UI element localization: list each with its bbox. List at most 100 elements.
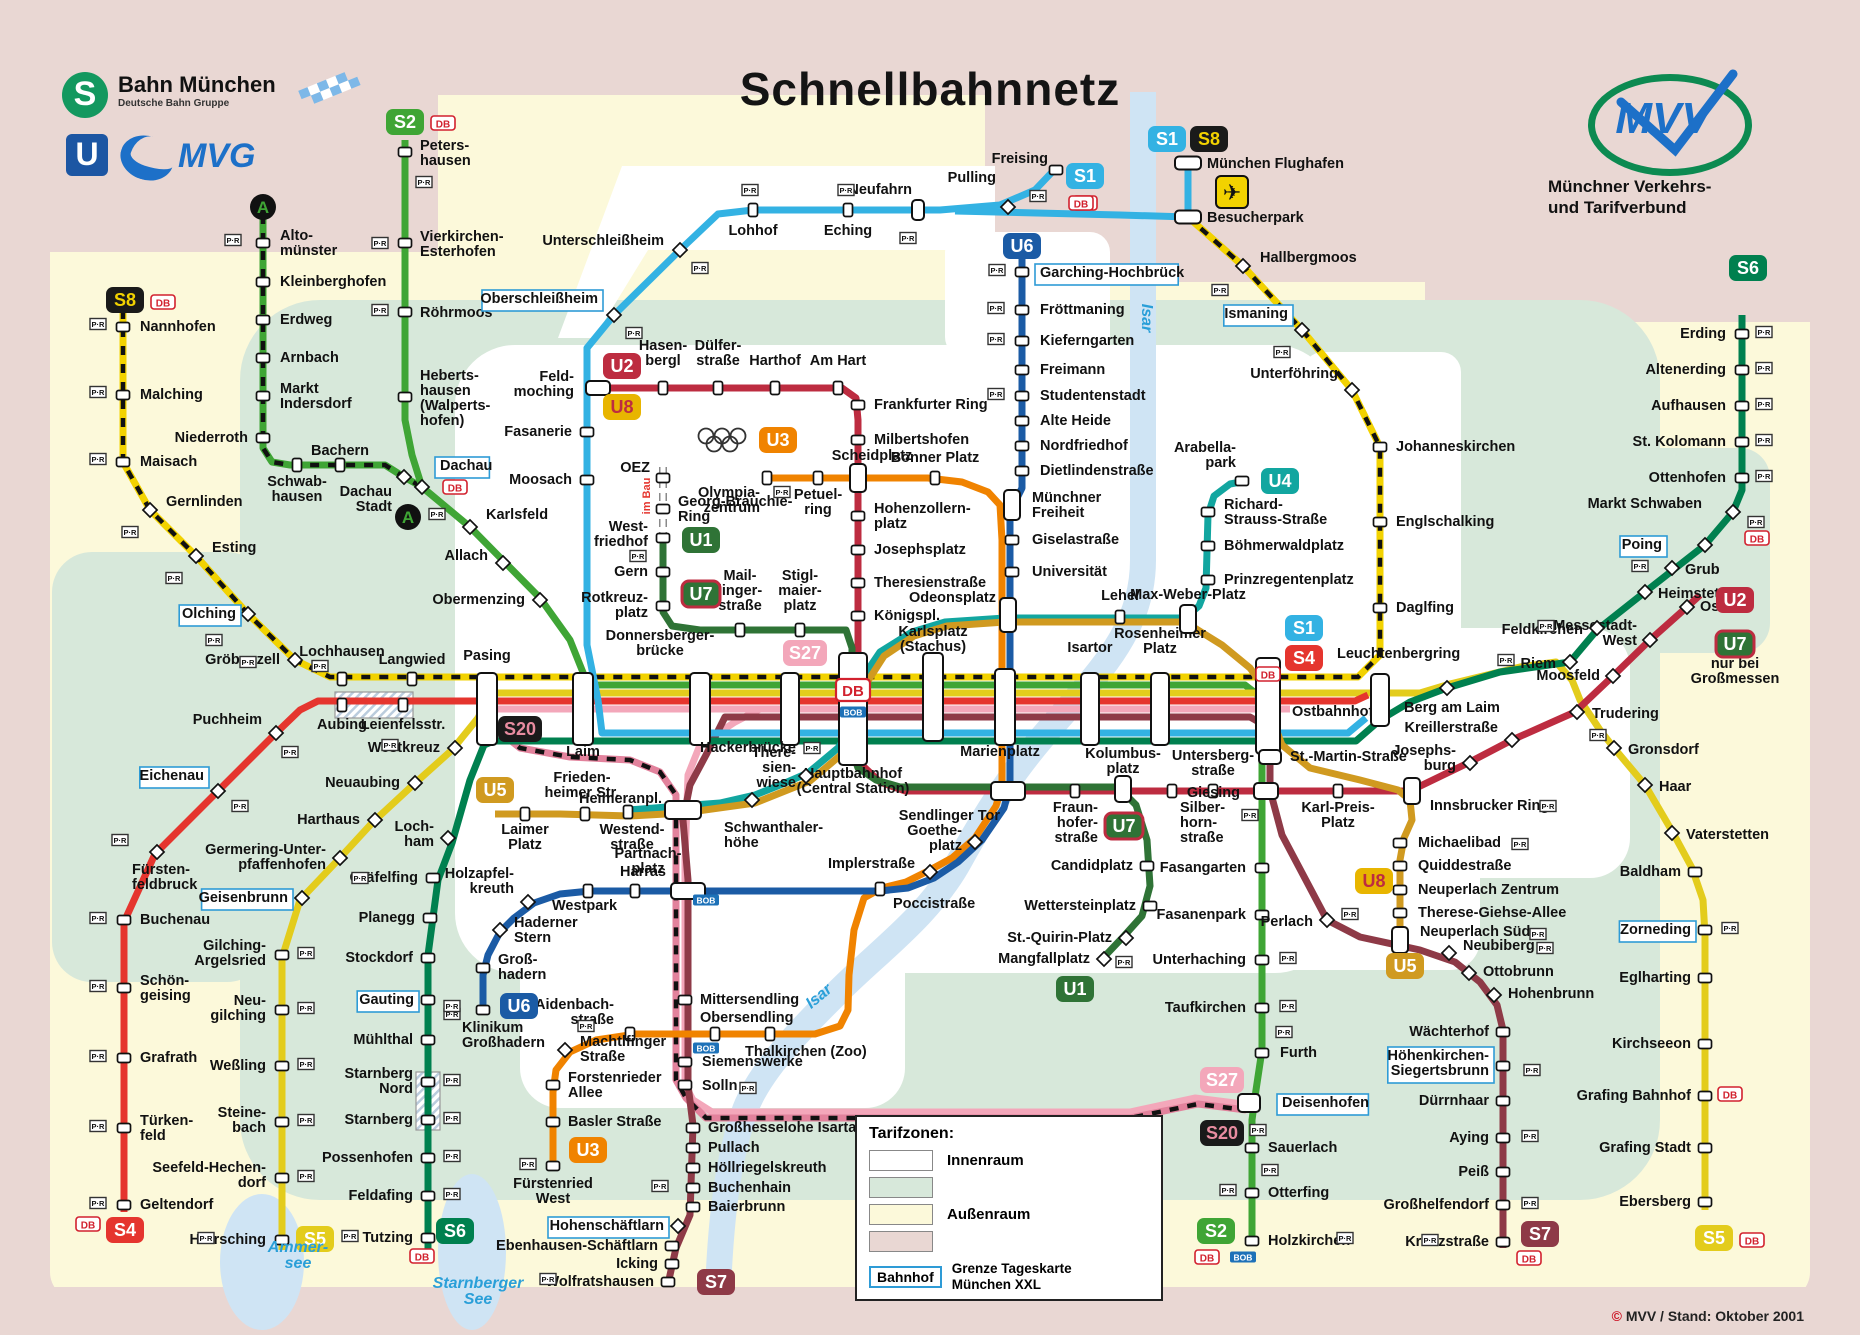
station-moosfeld-marker bbox=[1604, 667, 1622, 685]
station-sendlinger-tor-label: Sendlinger Tor bbox=[899, 808, 1001, 824]
station-geisenbrunn-label: Geisenbrunn bbox=[199, 890, 288, 906]
station-planegg-label: Planegg bbox=[359, 910, 415, 926]
badge-u7-label: U7 bbox=[1723, 634, 1746, 654]
station-groß-marker bbox=[475, 962, 491, 974]
station-ebenhausen-schäftlarn-marker bbox=[664, 1240, 680, 1252]
badge-u1 bbox=[1056, 976, 1094, 1002]
station-gauting-label: Gauting bbox=[359, 992, 414, 1008]
park-and-ride-icon bbox=[899, 231, 917, 245]
station-erding-label: Erding bbox=[1680, 326, 1726, 342]
park-and-ride-icon bbox=[987, 332, 1005, 346]
badge-db bbox=[1068, 195, 1094, 211]
station-theresienstraße-label: Theresienstraße bbox=[874, 575, 986, 591]
station-marienplatz-marker bbox=[994, 668, 1016, 746]
park-and-ride-label: P·R bbox=[384, 741, 398, 750]
station-feld-marker bbox=[585, 380, 611, 396]
station-höllriegelskreuth-marker bbox=[685, 1162, 701, 1174]
badge-u4-label: U4 bbox=[1268, 471, 1291, 491]
park-and-ride-icon bbox=[443, 1149, 461, 1163]
park-and-ride-icon bbox=[1279, 951, 1297, 965]
badge-s1 bbox=[1148, 126, 1186, 152]
station-poccistraße-label: Poccistraße bbox=[893, 896, 975, 912]
park-and-ride-icon bbox=[1497, 653, 1515, 667]
station-dietlindenstraße-marker bbox=[1014, 465, 1030, 477]
legend-title: Tarifzonen: bbox=[869, 1125, 955, 1142]
station-fürsten-marker bbox=[148, 843, 166, 861]
legend-label-innenraum: Innenraum bbox=[947, 1152, 1024, 1169]
station-otterfing-marker bbox=[1244, 1187, 1260, 1199]
park-and-ride-icon bbox=[1511, 837, 1529, 851]
copyright-symbol: © bbox=[1611, 1308, 1622, 1324]
station-böhmerwaldplatz-marker bbox=[1200, 540, 1216, 552]
park-and-ride-icon bbox=[1755, 325, 1773, 339]
station-olching-label-box bbox=[178, 604, 242, 627]
station-solln-label: Solln bbox=[702, 1078, 737, 1094]
station-schwab-marker bbox=[291, 457, 303, 473]
station-therese-giehse-allee-marker bbox=[1392, 907, 1408, 919]
park-and-ride-label: P·R bbox=[1339, 1234, 1353, 1243]
station-partnach-label: Partnach-platz bbox=[615, 846, 682, 877]
station-unterföhring-marker bbox=[1343, 381, 1361, 399]
badge-s8 bbox=[106, 287, 144, 313]
station-buchenau-label: Buchenau bbox=[140, 912, 210, 928]
station-lehel-label: Lehel bbox=[1101, 588, 1139, 604]
park-and-ride-icon bbox=[1589, 728, 1607, 742]
station-olching-label: Olching bbox=[182, 606, 236, 622]
station-wolfratshausen-label: Wolfratshausen bbox=[545, 1274, 654, 1290]
station-malching-marker bbox=[115, 389, 131, 401]
badge-u6-label: U6 bbox=[1010, 236, 1033, 256]
station-groß-label: Groß-hadern bbox=[498, 952, 546, 983]
park-and-ride-label: P·R bbox=[990, 335, 1004, 344]
station-neuaubing-marker bbox=[406, 774, 424, 792]
station-eglharting-marker bbox=[1697, 972, 1713, 984]
park-and-ride-label: P·R bbox=[92, 914, 106, 923]
station-scheidplatz-marker bbox=[849, 463, 867, 493]
badge-s8 bbox=[1190, 126, 1228, 152]
station-there-marker bbox=[797, 767, 815, 785]
park-and-ride-label: P·R bbox=[92, 455, 106, 464]
badge-db-label: DB bbox=[1074, 200, 1088, 211]
badge-db-label: DB bbox=[1200, 1254, 1214, 1265]
park-and-ride-label: P·R bbox=[1524, 1199, 1538, 1208]
park-and-ride-icon bbox=[1241, 808, 1259, 822]
station-studentenstadt-marker bbox=[1014, 390, 1030, 402]
station-schön-marker bbox=[116, 982, 132, 994]
station-wolfratshausen-marker bbox=[660, 1276, 676, 1288]
station-germering-unter-label: Germering-Unter-pfaffenhofen bbox=[205, 842, 326, 873]
park-and-ride-icon bbox=[1537, 619, 1555, 633]
station-hohenzollern-marker bbox=[850, 510, 866, 522]
park-and-ride-icon bbox=[1219, 1183, 1237, 1197]
station-oberschleißheim-marker bbox=[605, 306, 623, 324]
park-and-ride-label: P·R bbox=[124, 528, 138, 537]
station-feldkirchen-marker bbox=[1588, 619, 1606, 637]
badge-u5 bbox=[476, 777, 514, 803]
station-eichenau-label: Eichenau bbox=[140, 768, 204, 784]
station-baldham-label: Baldham bbox=[1620, 864, 1681, 880]
station-quiddestraße-marker bbox=[1392, 860, 1408, 872]
station-prinzregentenplatz-label: Prinzregentenplatz bbox=[1224, 572, 1354, 588]
park-and-ride-icon bbox=[281, 745, 299, 759]
park-and-ride-icon bbox=[1521, 1196, 1539, 1210]
park-and-ride-icon bbox=[773, 485, 791, 499]
station-ostbahnhof-label: Ostbahnhof bbox=[1292, 704, 1374, 720]
station-stockdorf-label: Stockdorf bbox=[345, 950, 413, 966]
station-feldafing-label: Feldafing bbox=[349, 1188, 413, 1204]
station-karlsfeld-marker bbox=[461, 518, 479, 536]
badge-db bbox=[442, 479, 468, 495]
station-aufhausen-label: Aufhausen bbox=[1651, 398, 1726, 414]
badge-u2-label: U2 bbox=[1723, 590, 1746, 610]
park-and-ride-icon bbox=[1261, 1163, 1279, 1177]
station-mangfallplatz-label: Mangfallplatz bbox=[998, 951, 1090, 967]
station-michaelibad-label: Michaelibad bbox=[1418, 835, 1501, 851]
sbahn-logo-line1: Bahn München bbox=[118, 72, 276, 97]
sbahn-logo-line2: Deutsche Bahn Gruppe bbox=[118, 98, 230, 109]
olympic-rings-icon bbox=[705, 435, 723, 453]
station-königspl-marker bbox=[850, 610, 866, 622]
station-berg-am-laim-label: Berg am Laim bbox=[1404, 700, 1500, 716]
park-and-ride-label: P·R bbox=[1750, 518, 1764, 527]
mvv-swoosh-icon bbox=[1616, 69, 1738, 157]
park-and-ride-label: P·R bbox=[344, 1232, 358, 1241]
station-kreillerstraße-marker bbox=[1503, 731, 1521, 749]
station-niederroth-marker bbox=[255, 432, 271, 444]
badge-u1 bbox=[682, 527, 720, 553]
